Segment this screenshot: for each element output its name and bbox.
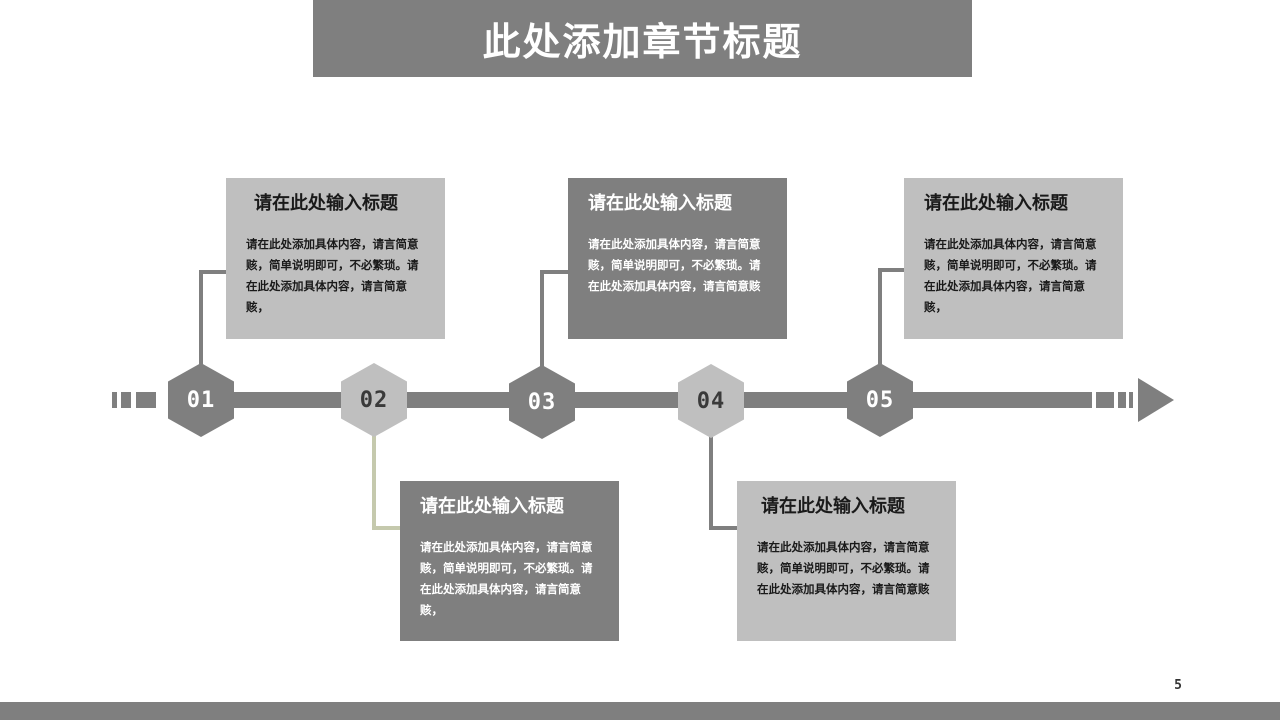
card-body: 请在此处添加具体内容，请言简意赅，简单说明即可，不必繁琐。请在此处添加具体内容，… bbox=[924, 237, 1097, 314]
card-body: 请在此处添加具体内容，请言简意赅，简单说明即可，不必繁琐。请在此处添加具体内容，… bbox=[420, 540, 593, 617]
timeline-dash-right bbox=[1096, 392, 1114, 408]
step-hexagon-03: 03 bbox=[509, 365, 575, 439]
step-card-01: 请在此处输入标题 请在此处添加具体内容，请言简意赅，简单说明即可，不必繁琐。请在… bbox=[226, 178, 445, 339]
connector-01 bbox=[199, 270, 227, 274]
step-number: 04 bbox=[696, 388, 726, 414]
step-number: 01 bbox=[186, 387, 216, 413]
step-card-02: 请在此处输入标题 请在此处添加具体内容，请言简意赅，简单说明即可，不必繁琐。请在… bbox=[400, 481, 619, 641]
card-title: 请在此处输入标题 bbox=[254, 193, 398, 214]
step-card-04: 请在此处输入标题 请在此处添加具体内容，请言简意赅，简单说明即可，不必繁琐。请在… bbox=[737, 481, 956, 641]
step-hexagon-01: 01 bbox=[168, 363, 234, 437]
page-title: 此处添加章节标题 bbox=[482, 20, 803, 64]
connector-03 bbox=[540, 270, 569, 274]
connector-04 bbox=[709, 526, 738, 530]
timeline-dash-right bbox=[1118, 392, 1126, 408]
card-title: 请在此处输入标题 bbox=[924, 193, 1068, 214]
step-card-03: 请在此处输入标题 请在此处添加具体内容，请言简意赅，简单说明即可，不必繁琐。请在… bbox=[568, 178, 787, 339]
card-body: 请在此处添加具体内容，请言简意赅，简单说明即可，不必繁琐。请在此处添加具体内容，… bbox=[246, 237, 419, 314]
card-body: 请在此处添加具体内容，请言简意赅，简单说明即可，不必繁琐。请在此处添加具体内容，… bbox=[757, 540, 930, 596]
card-title: 请在此处输入标题 bbox=[420, 496, 564, 517]
timeline-arrow-icon bbox=[1138, 378, 1174, 422]
connector-04 bbox=[709, 436, 713, 530]
timeline-dash-left bbox=[136, 392, 156, 408]
card-body: 请在此处添加具体内容，请言简意赅，简单说明即可，不必繁琐。请在此处添加具体内容，… bbox=[588, 237, 761, 293]
header-banner: 此处添加章节标题 bbox=[313, 0, 972, 77]
connector-01 bbox=[199, 270, 203, 365]
footer-bar bbox=[0, 702, 1280, 720]
step-hexagon-02: 02 bbox=[341, 363, 407, 437]
connector-05 bbox=[878, 268, 905, 272]
timeline-dash-left bbox=[121, 392, 131, 408]
card-title: 请在此处输入标题 bbox=[588, 193, 732, 214]
step-number: 03 bbox=[527, 389, 557, 415]
timeline-dash-right bbox=[1129, 392, 1133, 408]
connector-02 bbox=[372, 436, 376, 530]
step-number: 05 bbox=[865, 387, 895, 413]
connector-02 bbox=[372, 526, 401, 530]
step-card-05: 请在此处输入标题 请在此处添加具体内容，请言简意赅，简单说明即可，不必繁琐。请在… bbox=[904, 178, 1123, 339]
card-title: 请在此处输入标题 bbox=[761, 496, 905, 517]
connector-05 bbox=[878, 268, 882, 365]
step-hexagon-04: 04 bbox=[678, 364, 744, 438]
step-hexagon-05: 05 bbox=[847, 363, 913, 437]
timeline-dash-left bbox=[112, 392, 117, 408]
page-number: 5 bbox=[1174, 678, 1182, 693]
step-number: 02 bbox=[359, 387, 389, 413]
connector-03 bbox=[540, 270, 544, 367]
